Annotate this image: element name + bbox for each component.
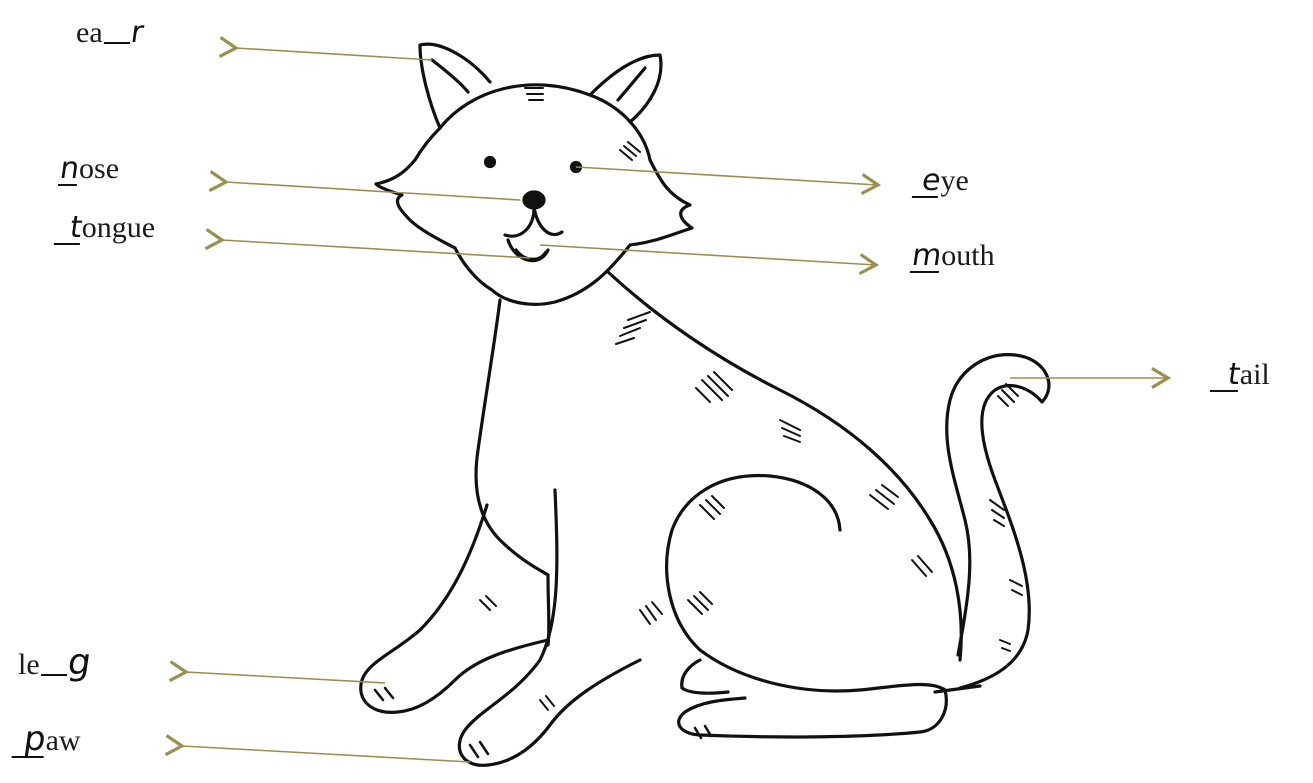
label-ear-typed: ea bbox=[76, 16, 103, 49]
cat-eye-left bbox=[486, 158, 495, 167]
label-tongue-written: t bbox=[54, 213, 84, 245]
arrow-paw bbox=[182, 746, 470, 762]
label-paw: paw bbox=[14, 722, 81, 758]
cat-ear-right-inner bbox=[618, 68, 645, 100]
cat-nose bbox=[524, 192, 544, 208]
label-tail: tail bbox=[1212, 360, 1270, 392]
label-paw-typed: aw bbox=[46, 724, 81, 757]
label-tail-written: t bbox=[1210, 360, 1242, 392]
label-arrows bbox=[182, 48, 1168, 762]
label-mouth: mouth bbox=[912, 241, 995, 273]
label-tongue: tongue bbox=[56, 213, 155, 245]
arrow-ear bbox=[236, 48, 432, 60]
label-nose-written: n bbox=[58, 154, 82, 186]
label-tongue-typed: ongue bbox=[82, 211, 155, 244]
cat-belly-line bbox=[548, 575, 549, 645]
arrow-eye bbox=[576, 167, 878, 185]
label-leg-written: g bbox=[65, 645, 93, 681]
label-ear-blank bbox=[104, 42, 130, 44]
label-eye-typed: ye bbox=[940, 164, 968, 197]
label-tail-typed: ail bbox=[1240, 358, 1270, 391]
arrow-nose bbox=[226, 182, 520, 200]
cat-illustration bbox=[361, 44, 1049, 765]
cat-chest bbox=[476, 300, 548, 575]
arrow-leg bbox=[186, 672, 385, 683]
cat-haunch bbox=[667, 476, 840, 650]
label-leg-typed: le bbox=[18, 648, 40, 681]
label-nose-typed: ose bbox=[79, 152, 119, 185]
cat-mouth bbox=[505, 208, 562, 261]
label-paw-written: p bbox=[11, 722, 48, 758]
label-eye: eye bbox=[914, 166, 969, 198]
cat-ear-left-inner bbox=[432, 60, 468, 92]
label-nose: nose bbox=[60, 154, 119, 186]
cat-back bbox=[608, 272, 961, 660]
label-mouth-typed: outh bbox=[941, 239, 994, 272]
cat-toes bbox=[375, 688, 711, 757]
arrow-tongue bbox=[222, 240, 530, 258]
arrow-mouth bbox=[540, 245, 876, 265]
label-leg-blank bbox=[41, 674, 67, 676]
cat-ear-right bbox=[590, 55, 661, 122]
label-ear-written: r bbox=[129, 18, 146, 48]
cat-ear-left bbox=[420, 44, 490, 128]
label-mouth-written: m bbox=[910, 241, 944, 273]
label-eye-written: e bbox=[912, 166, 943, 198]
